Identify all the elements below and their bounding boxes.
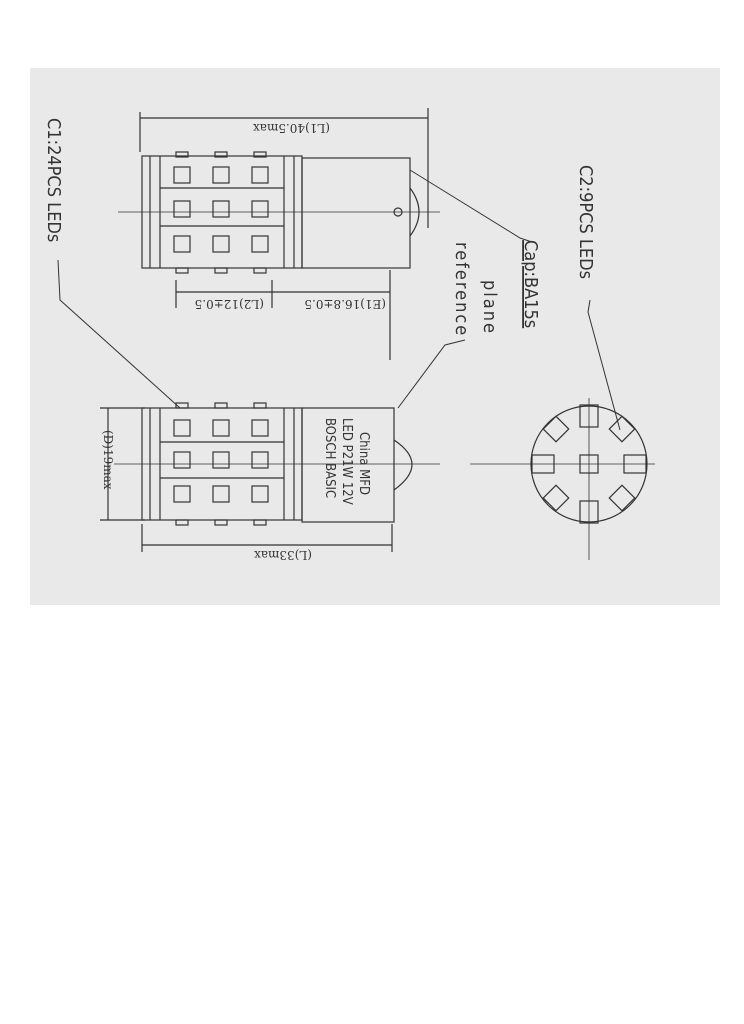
leader-c1	[57, 259, 181, 409]
dimension-e1: (E1)16.8±0.5	[304, 297, 386, 311]
leader-cap	[409, 169, 533, 243]
lamp-side-view-marked	[100, 402, 440, 552]
lamp-end-view	[470, 398, 655, 560]
marking-line-1: BOSCH BASIC	[322, 418, 337, 498]
leader-lines	[57, 169, 621, 431]
dimension-d: (D)19max	[101, 430, 115, 490]
callout-cap: Cap:BA15s	[520, 240, 541, 328]
lamp-side-view-top	[118, 108, 440, 360]
marking-line-3: China MFD	[356, 432, 371, 495]
dimension-l: (L)33max	[254, 548, 312, 562]
callout-plane: plane	[479, 280, 500, 335]
led-center	[579, 454, 599, 474]
leader-c2	[587, 299, 621, 431]
dimension-l2: (L2)12±0.5	[195, 297, 264, 311]
led-chips-middle	[173, 402, 269, 526]
leader-reference-plane	[397, 339, 466, 409]
callout-c2: C2:9PCS LEDs	[575, 165, 596, 279]
cap-ba15s-marked	[301, 407, 395, 523]
callout-c1: C1:24PCS LEDs	[43, 118, 64, 242]
marking-line-2: LED P21W 12V	[339, 418, 354, 505]
callout-reference: reference	[451, 242, 472, 337]
cap-contact	[393, 439, 413, 491]
led-chips-top	[173, 151, 269, 274]
dimension-l1: (L1)40.5max	[253, 121, 330, 135]
cap-ba15s	[301, 157, 411, 269]
